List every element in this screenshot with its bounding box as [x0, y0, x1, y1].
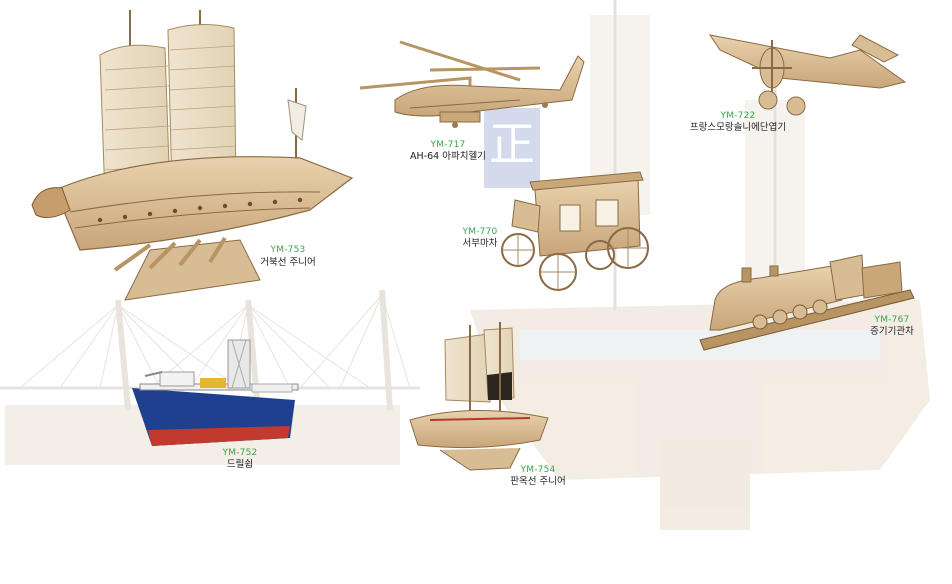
product-code: YM-754 [520, 465, 556, 475]
product-label-ym722: YM-722 프랑스모랑솔니에단엽기 [690, 111, 786, 133]
monoplane-model [708, 34, 907, 116]
product-label-ym752: YM-752 드릴쉽 [222, 448, 258, 470]
drillship-model [132, 339, 299, 446]
product-code: YM-717 [430, 140, 466, 150]
steam-locomotive-model [699, 254, 915, 351]
product-label-ym770: YM-770 서부마차 [462, 227, 498, 249]
product-name: 판옥선 주니어 [510, 476, 565, 487]
product-label-ym754: YM-754 판옥선 주니어 [510, 465, 565, 487]
faded-background-photo: 正 [0, 0, 930, 530]
product-code: YM-753 [270, 245, 306, 255]
product-label-ym753: YM-753 거북선 주니어 [260, 245, 315, 268]
product-code: YM-752 [222, 448, 258, 458]
product-name: 드릴쉽 [227, 459, 253, 470]
product-name: AH-64 아파치헬기 [410, 150, 486, 162]
product-code: YM-767 [874, 315, 910, 325]
background-sign-glyph: 正 [489, 117, 535, 171]
product-name: 거북선 주니어 [260, 257, 315, 268]
background-ship-icon: 正 [470, 0, 930, 530]
stagecoach-model [501, 171, 649, 291]
turtle-ship-model [31, 10, 354, 301]
product-name: 서부마차 [463, 237, 498, 249]
product-code: YM-722 [720, 111, 756, 121]
product-label-ym767: YM-767 증기기관차 [870, 315, 914, 337]
product-code: YM-770 [462, 227, 498, 237]
apache-helicopter-model [359, 40, 585, 128]
product-name: 프랑스모랑솔니에단엽기 [690, 121, 786, 133]
product-label-ym717: YM-717 AH-64 아파치헬기 [410, 140, 486, 162]
panokseon-model [409, 322, 549, 471]
product-name: 증기기관차 [870, 325, 914, 337]
